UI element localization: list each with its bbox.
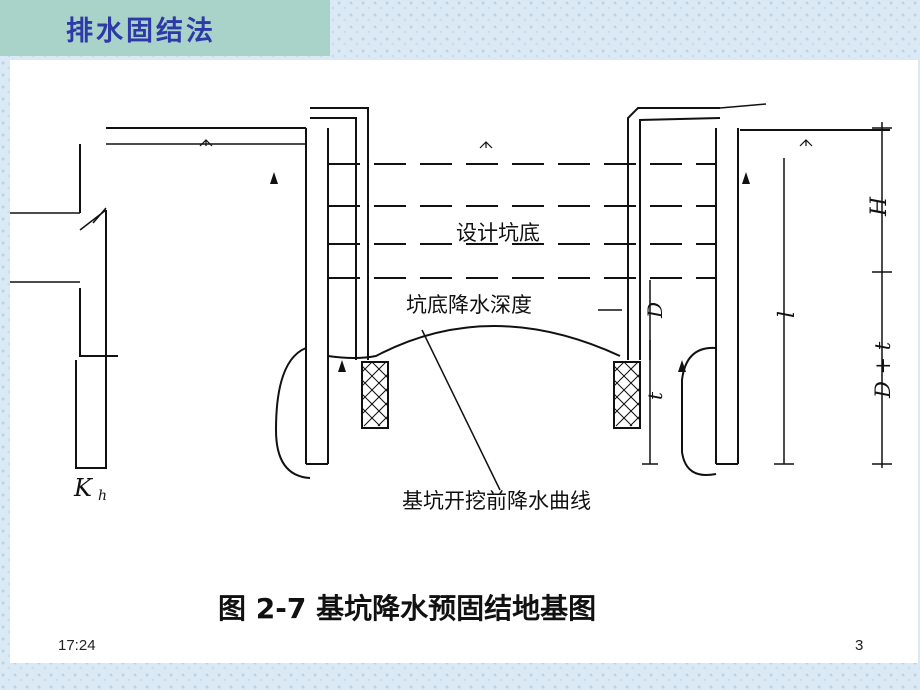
k-label: K	[73, 474, 94, 502]
label-curve: 基坑开挖前降水曲线	[402, 489, 591, 513]
curve-leader-line	[421, 329, 501, 491]
dim-label-t: t	[643, 391, 667, 400]
page-number: 3	[855, 637, 864, 654]
figure-caption: 图 2-7 基坑降水预固结地基图	[218, 592, 596, 625]
footer-time: 17:24	[58, 637, 96, 654]
dewatering-diagram: 设计坑底 坑底降水深度 基坑开挖前降水曲线 H D t l D + t K h …	[10, 103, 895, 625]
dewatering-curve	[327, 325, 621, 359]
right-well-pipe	[627, 107, 720, 360]
title-bar: 排水固结法	[0, 0, 330, 56]
label-design-bottom: 设计坑底	[456, 221, 540, 245]
right-filter-box	[613, 361, 641, 429]
content-area: 设计坑底 坑底降水深度 基坑开挖前降水曲线 H D t l D + t K h …	[10, 60, 918, 663]
left-well-pipe	[310, 107, 369, 360]
dim-label-Dt: D + t	[871, 341, 895, 399]
k-subscript: h	[98, 488, 107, 504]
left-filter-box	[361, 361, 389, 429]
label-dewater-depth: 坑底降水深度	[406, 293, 532, 317]
slide-title: 排水固结法	[66, 16, 216, 47]
dim-label-D: D	[643, 302, 667, 319]
dim-label-l: l	[775, 311, 800, 318]
dim-label-H: H	[867, 196, 892, 217]
